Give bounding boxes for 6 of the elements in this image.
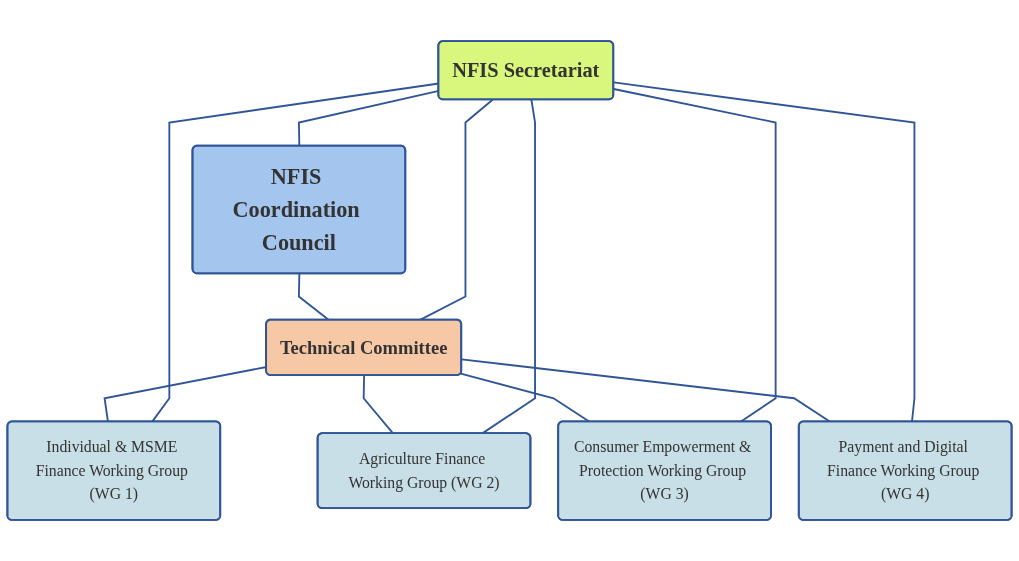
connector — [362, 374, 395, 435]
connector — [460, 358, 831, 423]
connector — [459, 372, 591, 423]
connector — [418, 98, 494, 321]
connector — [481, 98, 536, 435]
connector — [297, 272, 330, 321]
